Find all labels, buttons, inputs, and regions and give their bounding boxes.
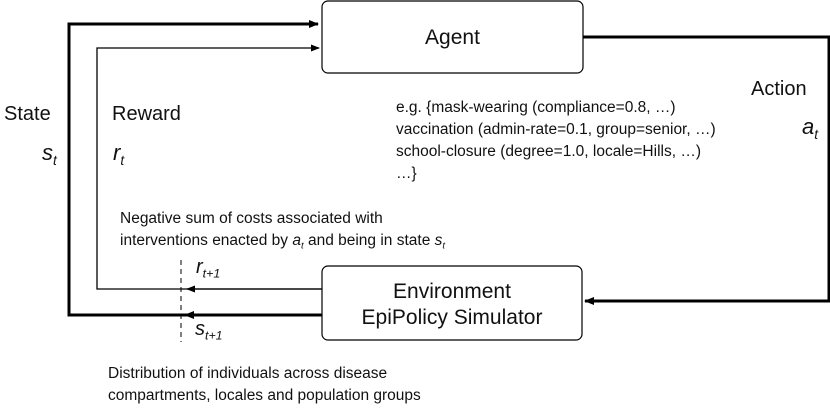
state-description: Distribution of individuals across disea… <box>108 363 421 407</box>
next-state-symbol: st+1 <box>195 318 223 343</box>
action-symbol-letter: a <box>802 114 815 139</box>
environment-label-line1: Environment <box>393 280 511 303</box>
environment-label-line2: EpiPolicy Simulator <box>361 306 543 329</box>
action-example-line: school-closure (degree=1.0, locale=Hills… <box>396 143 701 160</box>
reward-label: Reward <box>112 103 181 125</box>
reward-description: Negative sum of costs associated with in… <box>120 208 445 257</box>
reward-desc-line1: Negative sum of costs associated with <box>120 210 383 227</box>
action-example-line: e.g. {mask-wearing (compliance=0.8, …) <box>396 99 676 116</box>
next-reward-symbol: rt+1 <box>196 256 221 281</box>
action-arrow <box>583 35 830 305</box>
state-desc-line2: compartments, locales and population gro… <box>108 387 421 404</box>
action-symbol-sub: t <box>814 126 819 142</box>
action-example-line: vaccination (admin-rate=0.1, group=senio… <box>396 121 716 138</box>
reward-symbol-letter: r <box>113 140 121 165</box>
environment-label: Environment EpiPolicy Simulator <box>322 279 582 331</box>
reward-desc-a: a <box>292 232 301 249</box>
agent-label-text: Agent <box>425 26 480 49</box>
reward-desc-line2: interventions enacted by at and being in… <box>120 232 446 252</box>
state-label: State <box>4 103 51 125</box>
environment-box <box>321 265 583 341</box>
state-symbol: st <box>42 140 57 168</box>
action-symbol: at <box>802 114 818 142</box>
state-symbol-sub: t <box>53 152 57 168</box>
state-desc-line1: Distribution of individuals across disea… <box>108 365 388 382</box>
reward-desc-s: s <box>434 232 443 249</box>
reward-symbol: rt <box>113 140 124 168</box>
action-label: Action <box>751 78 807 100</box>
reward-symbol-sub: t <box>120 152 125 168</box>
action-examples: e.g. {mask-wearing (compliance=0.8, …) v… <box>396 97 716 185</box>
state-symbol-letter: s <box>42 140 53 165</box>
action-example-line: …} <box>396 165 417 182</box>
agent-label: Agent <box>322 26 583 50</box>
